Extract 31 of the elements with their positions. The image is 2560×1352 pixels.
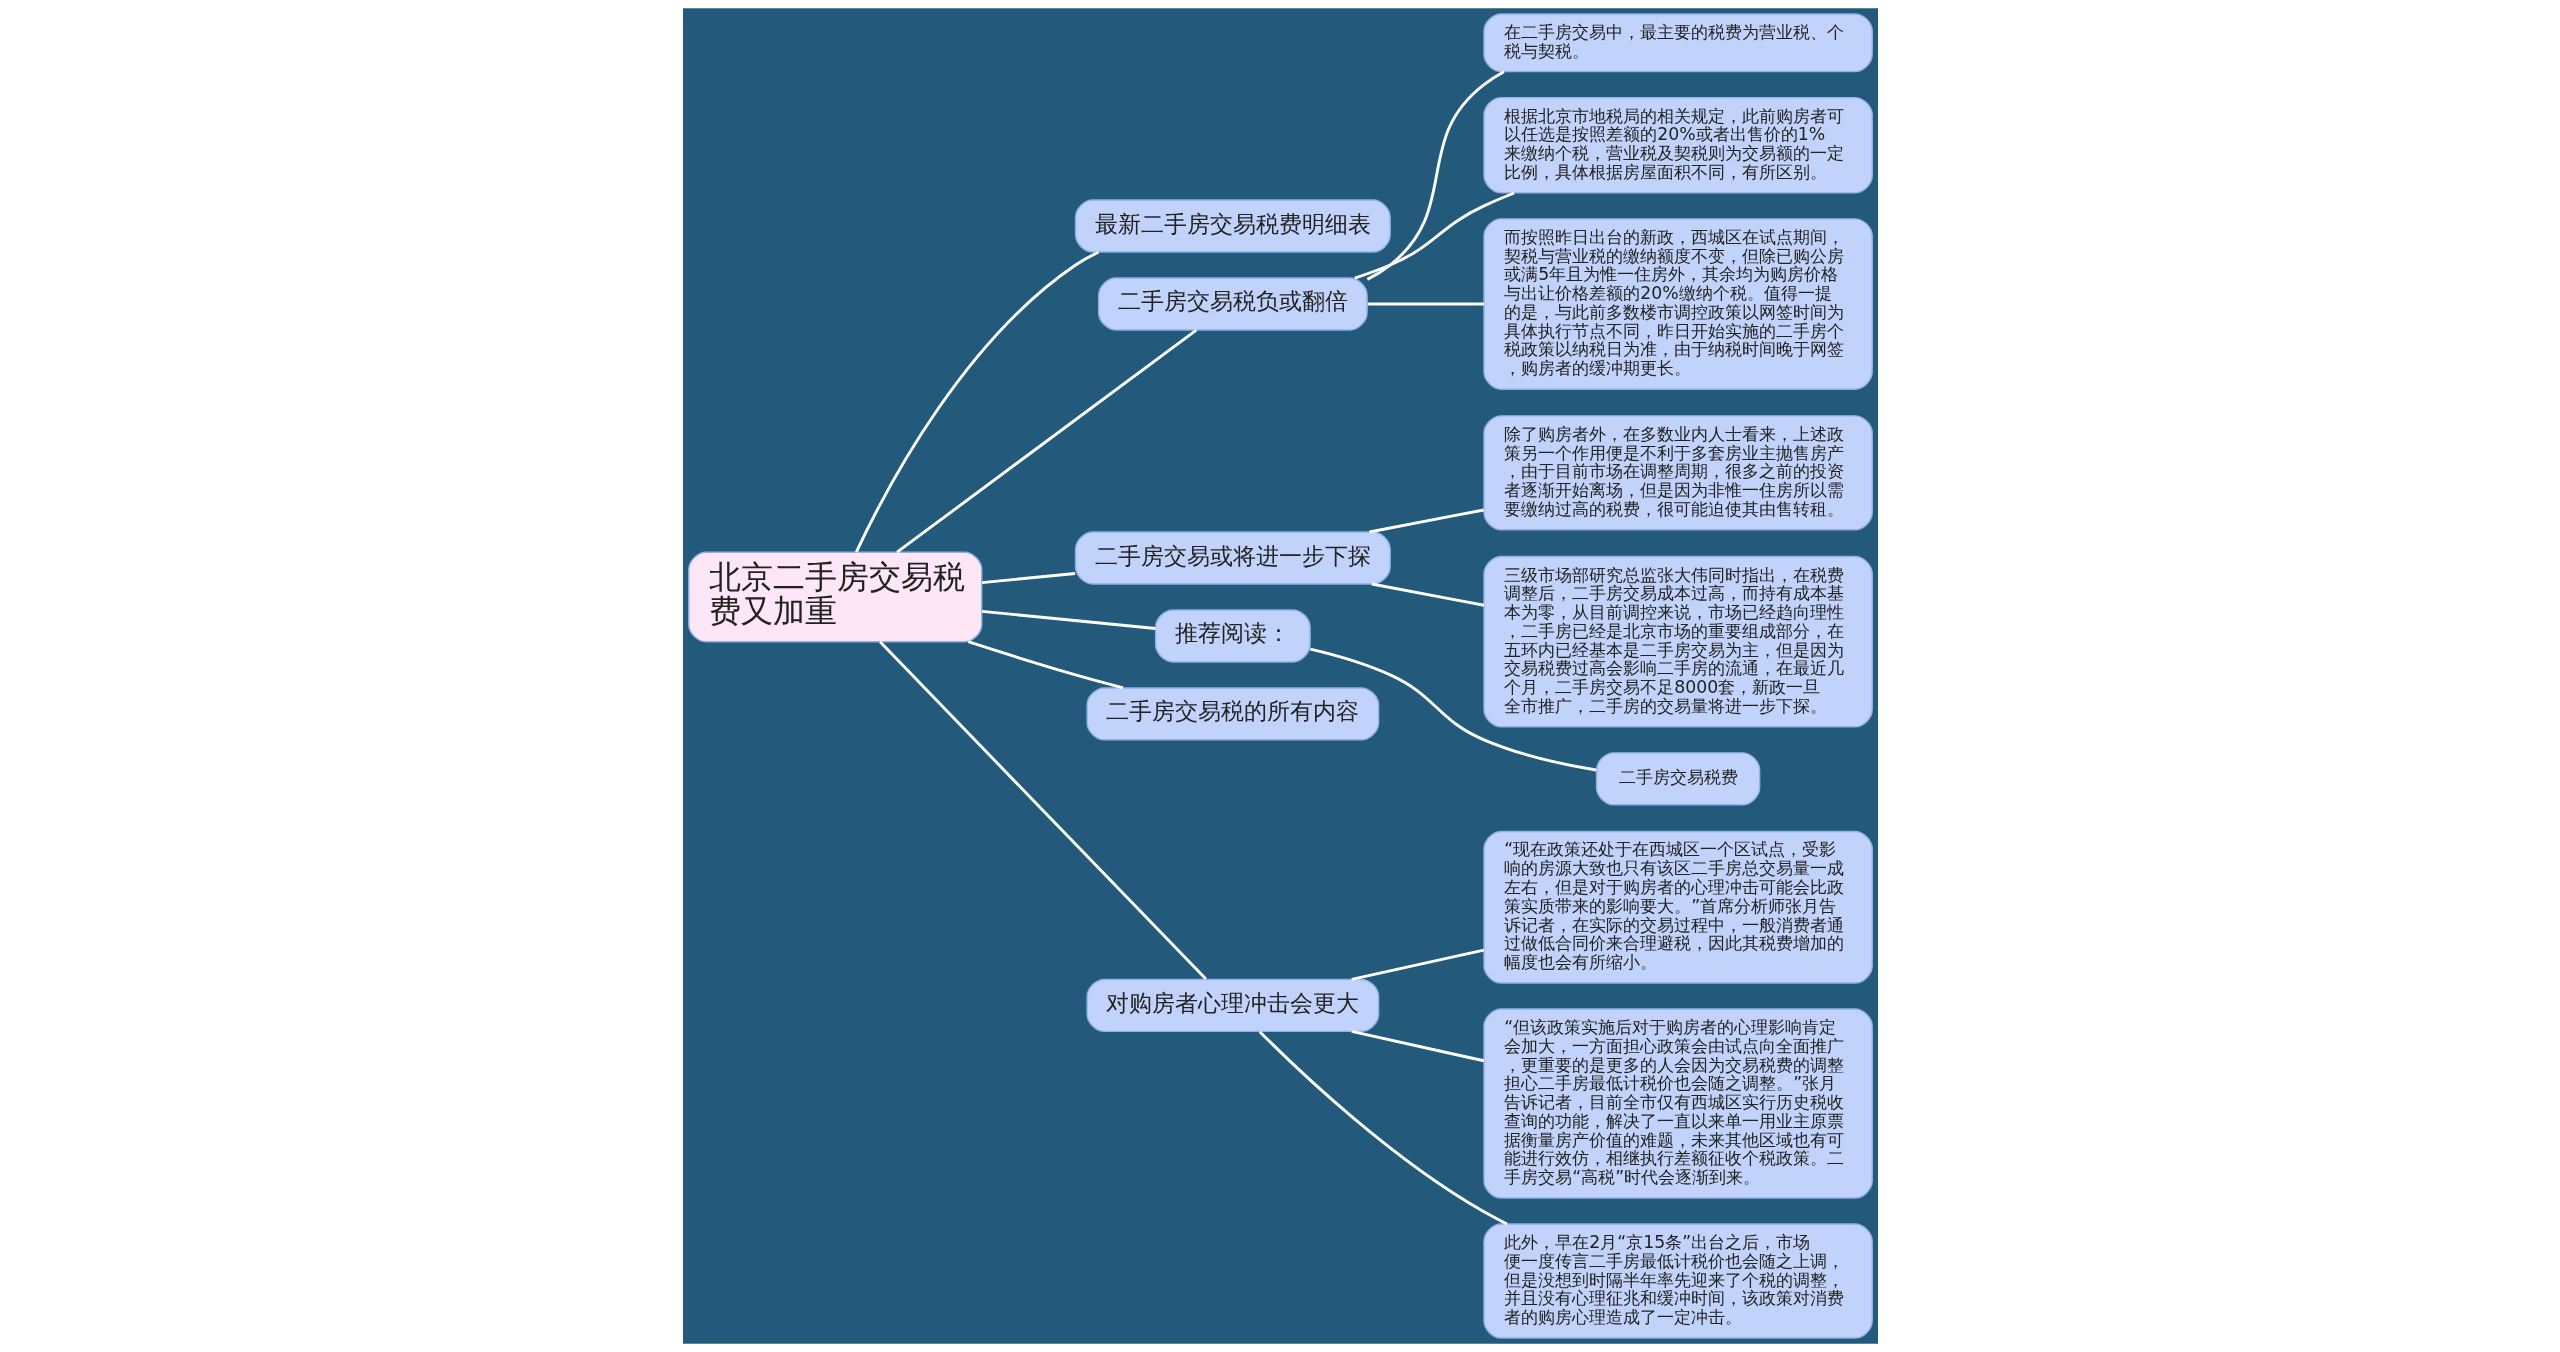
connector [854, 250, 1099, 553]
node-box: 而按照昨日出台的新政，西城区在试点期间，契税与营业税的缴纳额度不变，但除已购公房或满5年且为惟一住房外，其余均为购房价格与出让价格差额的20%缴纳个税。值得一提的是，与此前多数楼市调控政策以网签时间为具体执行节点不同，昨日开始实施的二手房个税政策以纳税日为准，由于纳税时间晚于网签，购房者的缓冲期更长。 [1482, 218, 1873, 390]
connector [1309, 647, 1596, 772]
connector [1350, 948, 1484, 981]
node-box: 二手房交易税负或翻倍 [1097, 277, 1368, 331]
connector [1350, 1030, 1484, 1063]
connector [1366, 70, 1505, 281]
connector [1353, 191, 1515, 280]
node-box: 根据北京市地税局的相关规定，此前购房者可以任选是按照差额的20%或者出售价的1%来缴纳个税，营业税及契税则为交易额的一定比例，具体根据房屋面积不同，有所区别。 [1482, 96, 1873, 194]
node-box: 二手房交易税的所有内容 [1085, 687, 1379, 741]
connector [981, 609, 1156, 630]
connector [1368, 508, 1484, 534]
node-box: 最新二手房交易税费明细表 [1074, 199, 1391, 253]
node-box: 此外，早在2月“京15条”出台之后，市场便一度传言二手房最低计税价也会随之上调，但是没想到时隔半年率先迎来了个税的调整，并且没有心理征兆和缓冲时间，该政策对消费者的购房心理造成了一定冲击。 [1482, 1223, 1873, 1339]
node-box: 二手房交易或将进一步下探 [1074, 531, 1391, 585]
node-box: 推荐阅读： [1154, 609, 1311, 663]
connector [967, 640, 1123, 690]
connector [878, 640, 1207, 980]
node-box: “但该政策实施后对于购房者的心理影响肯定会加大，一方面担心政策会由试点向全面推广，更重要的是更多的人会因为交易税费的调整担心二手房最低计税价也会随之调整。”张月告诉记者，目前全市仅有西城区实行历史税收查询的功能，解决了一直以来单一用业主原票据衡量房产价值的难题，未来其他区域也有可能进行效仿，相继执行差额征收个税政策。二手房交易“高税”时代会逐渐到来。 [1482, 1008, 1873, 1199]
connector [895, 328, 1197, 554]
node-box: 北京二手房交易税费又加重 [687, 551, 982, 643]
node-box: 二手房交易税费 [1595, 752, 1760, 806]
connector [1367, 302, 1484, 306]
node-box: 三级市场部研究总监张大伟同时指出，在税费调整后，二手房交易成本过高，而持有成本基本为零，从目前调控来说，市场已经趋向理性，二手房已经是北京市场的重要组成部分，在五环内已经基本是二手房交易为主，但是因为交易税费过高会影响二手房的流通，在最近几个月，二手房交易不足8000套，新政一旦全市推广，二手房的交易量将进一步下探。 [1482, 555, 1873, 728]
node-box: 对购房者心理冲击会更大 [1085, 978, 1379, 1033]
connector [1258, 1030, 1508, 1226]
connector [1371, 582, 1484, 607]
node-box: 在二手房交易中，最主要的税费为营业税、个税与契税。 [1482, 13, 1873, 73]
node-box: “现在政策还处于在西城区一个区试点，受影响的房源大致也只有该区二手房总交易量一成左右，但是对于购房者的心理冲击可能会比政策实质带来的影响要大。”首席分析师张月告诉记者，在实际的交易过程中，一般消费者通过做低合同价来合理避税，因此其税费增加的幅度也会有所缩小。 [1482, 830, 1873, 984]
connector [981, 572, 1075, 585]
node-box: 除了购房者外，在多数业内人士看来，上述政策另一个作用便是不利于多套房业主抛售房产，由于目前市场在调整周期，很多之前的投资者逐渐开始离场，但是因为非惟一住房所以需要缴纳过高的税费，很可能迫使其由售转租。 [1482, 415, 1873, 531]
